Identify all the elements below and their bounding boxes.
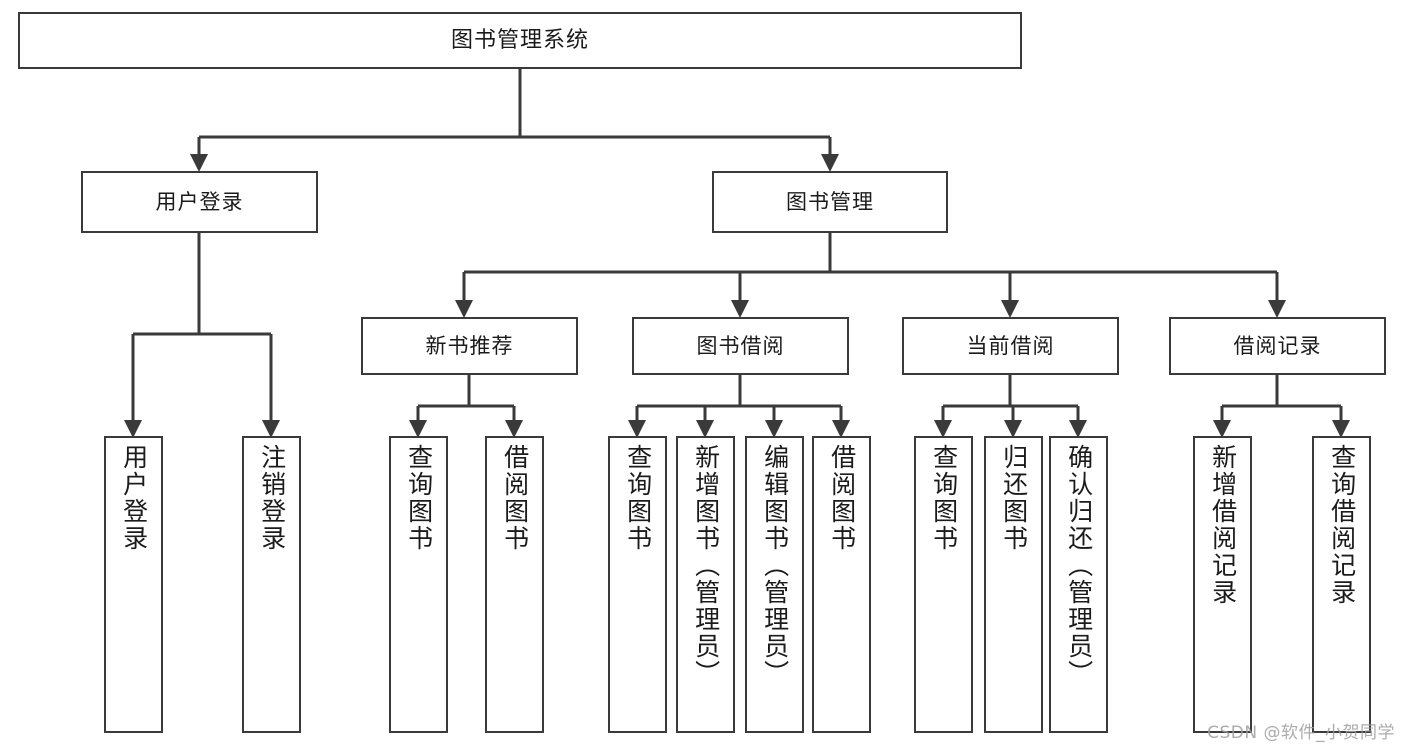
node-leaf-query-book-2[interactable]: 查询图书 (608, 436, 667, 733)
node-new-book-recommend[interactable]: 新书推荐 (361, 317, 578, 375)
node-label: 借阅图书 (827, 444, 857, 552)
node-leaf-edit-book[interactable]: 编辑图书（管理员） (745, 436, 804, 733)
node-label: 确认归还（管理员） (1064, 444, 1094, 687)
node-label: 当前借阅 (966, 333, 1055, 358)
node-root-system[interactable]: 图书管理系统 (18, 12, 1022, 69)
node-leaf-query-book-3[interactable]: 查询图书 (914, 436, 973, 733)
node-label: 归还图书 (999, 444, 1029, 552)
node-book-borrow[interactable]: 图书借阅 (632, 317, 849, 375)
node-leaf-user-logout[interactable]: 注销登录 (242, 436, 301, 733)
node-label: 用户登录 (155, 189, 244, 214)
node-leaf-add-book[interactable]: 新增图书（管理员） (676, 436, 735, 733)
node-label: 查询借阅记录 (1327, 444, 1357, 606)
node-book-manage[interactable]: 图书管理 (712, 171, 948, 233)
node-leaf-confirm-return[interactable]: 确认归还（管理员） (1049, 436, 1108, 733)
node-label: 图书管理 (786, 189, 874, 214)
node-label: 查询图书 (929, 444, 959, 552)
node-label: 新增借阅记录 (1208, 444, 1238, 606)
node-label: 查询图书 (404, 444, 434, 552)
node-leaf-query-record[interactable]: 查询借阅记录 (1312, 436, 1371, 733)
node-label: 借阅图书 (500, 444, 530, 552)
node-user-login[interactable]: 用户登录 (81, 171, 318, 233)
node-label: 图书借阅 (696, 333, 785, 358)
node-label: 查询图书 (623, 444, 653, 552)
node-current-borrow[interactable]: 当前借阅 (902, 317, 1119, 375)
node-label: 新增图书（管理员） (691, 444, 721, 687)
node-leaf-borrow-book-1[interactable]: 借阅图书 (485, 436, 544, 733)
node-label: 注销登录 (257, 444, 287, 552)
node-label: 新书推荐 (425, 333, 514, 358)
node-leaf-return-book[interactable]: 归还图书 (984, 436, 1043, 733)
node-label: 用户登录 (119, 444, 149, 552)
node-leaf-user-login[interactable]: 用户登录 (104, 436, 163, 733)
node-label: 借阅记录 (1233, 333, 1322, 358)
node-label: 图书管理系统 (450, 27, 589, 53)
node-label: 编辑图书（管理员） (760, 444, 790, 687)
node-leaf-borrow-book-2[interactable]: 借阅图书 (812, 436, 871, 733)
node-leaf-add-record[interactable]: 新增借阅记录 (1193, 436, 1252, 733)
node-leaf-query-book-1[interactable]: 查询图书 (389, 436, 448, 733)
node-borrow-record[interactable]: 借阅记录 (1169, 317, 1386, 375)
watermark-text: CSDN @软件_小贺同学 (1207, 723, 1395, 743)
